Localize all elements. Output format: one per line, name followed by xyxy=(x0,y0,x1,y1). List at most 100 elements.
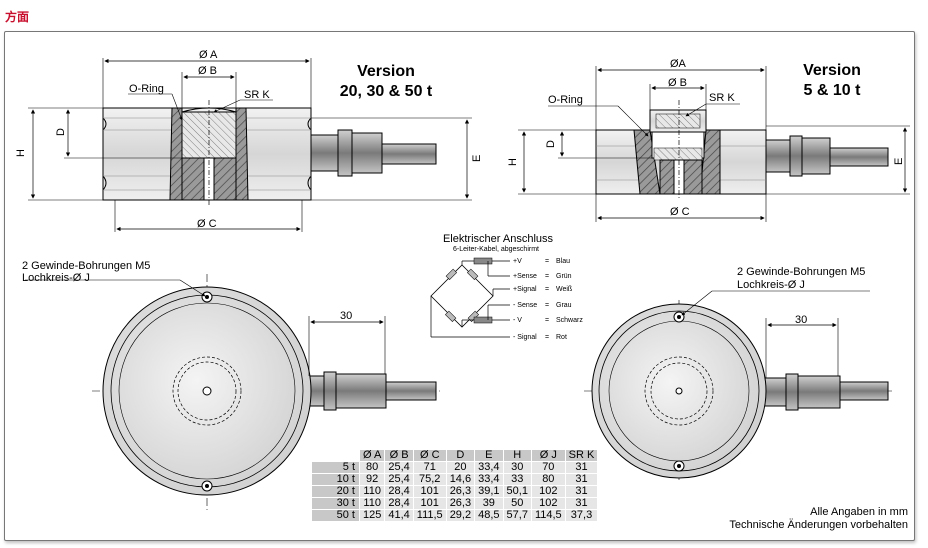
table-cell: 28,4 xyxy=(384,497,414,510)
wire-4-signal: - Sense xyxy=(513,302,537,309)
wire-2-eq: = xyxy=(545,273,549,280)
wire-6-color: Rot xyxy=(556,334,567,341)
oring2-label: O-Ring xyxy=(548,94,583,106)
table-cell: 33,4 xyxy=(474,473,504,486)
units-note: Alle Angaben in mm xyxy=(810,506,908,518)
table-header-cell: Ø A xyxy=(358,449,386,462)
table-cell: 75,2 xyxy=(412,473,447,486)
changes-note: Technische Änderungen vorbehalten xyxy=(729,519,908,531)
dim-c2-label: Ø C xyxy=(670,206,690,218)
wire-4-eq: = xyxy=(545,302,549,309)
table-row: 50 t 125 41,4 111,5 29,2 48,5 57,7 114,5… xyxy=(311,509,599,522)
table-corner xyxy=(311,449,360,462)
table-cell: 39 xyxy=(474,497,504,510)
table-cell: 102 xyxy=(530,497,566,510)
dim-30b-label: 30 xyxy=(795,314,807,326)
table-row-label: 10 t xyxy=(311,473,360,486)
wire-6-signal: - Signal xyxy=(513,334,537,341)
wire-5-color: Schwarz xyxy=(556,317,583,324)
table-cell: 29,2 xyxy=(445,509,476,522)
table-row: 20 t 110 28,4 101 26,3 39,1 50,1 102 31 xyxy=(311,485,599,498)
table-row: 10 t 92 25,4 75,2 14,6 33,4 33 80 31 xyxy=(311,473,599,486)
dimension-table: Ø A Ø B Ø C D E H Ø J SR K 5 t 80 25,4 7… xyxy=(311,449,599,522)
table-cell: 110 xyxy=(358,485,386,498)
wire-3-eq: = xyxy=(545,286,549,293)
table-cell: 30 xyxy=(502,461,532,474)
version-large-title: Version xyxy=(357,63,415,80)
version-small-capacities: 5 & 10 t xyxy=(804,82,862,99)
table-cell: 31 xyxy=(564,485,599,498)
page-title: 方面 xyxy=(5,10,30,24)
table-cell: 33,4 xyxy=(474,461,504,474)
table-row-label: 5 t xyxy=(311,461,360,474)
dim-d-label: D xyxy=(55,128,67,136)
dim-h-label: H xyxy=(15,149,27,157)
table-cell: 20 xyxy=(445,461,476,474)
holes-label-line2: Lochkreis-Ø J xyxy=(22,272,90,284)
side-view-large: Ø A Ø B Ø C SR K O-Ring H D E xyxy=(15,49,483,232)
dim-d2-label: D xyxy=(545,140,557,148)
table-header-cell: Ø J xyxy=(530,449,566,462)
table-cell: 31 xyxy=(564,497,599,510)
wiring-title: Elektrischer Anschluss xyxy=(443,233,554,245)
table-header-cell: H xyxy=(502,449,532,462)
dim-30-label: 30 xyxy=(340,310,352,322)
holes2-label-line2: Lochkreis-Ø J xyxy=(737,279,805,291)
table-cell: 41,4 xyxy=(384,509,414,522)
table-cell: 125 xyxy=(358,509,386,522)
wire-5-eq: = xyxy=(545,317,549,324)
dim-a-label: Ø A xyxy=(199,49,218,61)
wire-4-color: Grau xyxy=(556,302,572,309)
wire-5-signal: - V xyxy=(513,317,522,324)
holes2-label-line1: 2 Gewinde-Bohrungen M5 xyxy=(737,266,865,278)
dim-b-label: Ø B xyxy=(198,65,217,77)
table-cell: 110 xyxy=(358,497,386,510)
wire-2-color: Grün xyxy=(556,273,572,280)
table-cell: 14,6 xyxy=(445,473,476,486)
wire-2-signal: +Sense xyxy=(513,273,537,280)
table-cell: 25,4 xyxy=(384,473,414,486)
dim-srk-label: SR K xyxy=(244,89,270,101)
table-cell: 26,3 xyxy=(445,485,476,498)
wire-6-eq: = xyxy=(545,334,549,341)
wire-1-eq: = xyxy=(545,258,549,265)
table-cell: 50 xyxy=(502,497,532,510)
wire-3-signal: +Signal xyxy=(513,286,537,293)
oring-label: O-Ring xyxy=(129,83,164,95)
table-cell: 101 xyxy=(412,497,447,510)
table-header-cell: SR K xyxy=(564,449,599,462)
table-cell: 70 xyxy=(530,461,566,474)
wiring-diagram: Elektrischer Anschluss 6-Leiter-Kabel, a… xyxy=(430,233,583,341)
table-cell: 48,5 xyxy=(474,509,504,522)
table-header-cell: E xyxy=(474,449,504,462)
table-cell: 28,4 xyxy=(384,485,414,498)
table-cell: 37,3 xyxy=(564,509,599,522)
table-row-label: 20 t xyxy=(311,485,360,498)
table-row: 30 t 110 28,4 101 26,3 39 50 102 31 xyxy=(311,497,599,510)
table-row: 5 t 80 25,4 71 20 33,4 30 70 31 xyxy=(311,461,599,474)
version-large-capacities: 20, 30 & 50 t xyxy=(340,83,433,100)
dim-e2-label: E xyxy=(893,158,905,165)
table-cell: 111,5 xyxy=(412,509,447,522)
table-cell: 39,1 xyxy=(474,485,504,498)
version-small-title: Version xyxy=(803,62,861,79)
dim-b2-label: Ø B xyxy=(668,77,687,89)
wire-3-color: Weiß xyxy=(556,286,572,293)
dim-e-label: E xyxy=(471,155,483,162)
side-view-small: ØA Ø B Ø C SR K O-Ring H D E xyxy=(507,58,910,222)
wire-1-signal: +V xyxy=(513,258,522,265)
table-cell: 25,4 xyxy=(384,461,414,474)
dim-h2-label: H xyxy=(507,158,519,166)
table-cell: 57,7 xyxy=(502,509,532,522)
table-row-label: 50 t xyxy=(311,509,360,522)
table-header-row: Ø A Ø B Ø C D E H Ø J SR K xyxy=(311,449,599,462)
table-cell: 26,3 xyxy=(445,497,476,510)
table-cell: 31 xyxy=(564,473,599,486)
table-header-cell: Ø C xyxy=(412,449,447,462)
table-row-label: 30 t xyxy=(311,497,360,510)
table-cell: 101 xyxy=(412,485,447,498)
table-cell: 80 xyxy=(530,473,566,486)
table-cell: 71 xyxy=(412,461,447,474)
table-cell: 50,1 xyxy=(502,485,532,498)
